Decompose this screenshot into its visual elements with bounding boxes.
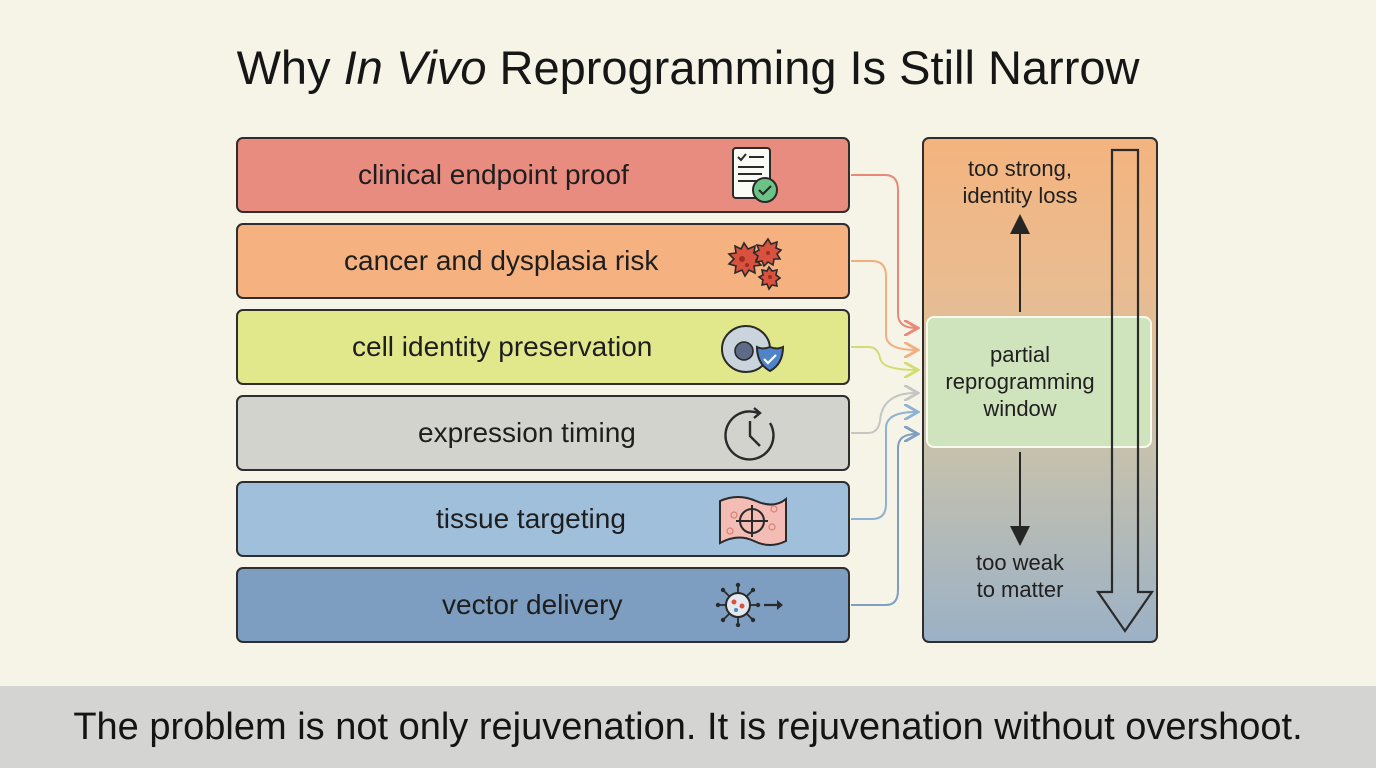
- constraint-label: tissue targeting: [436, 503, 626, 534]
- too-strong-label: too strong, identity loss: [962, 156, 1078, 208]
- too-weak-label: too weak to matter: [975, 550, 1065, 602]
- title-emphasis: In Vivo: [343, 41, 487, 94]
- constraint-label: cancer and dysplasia risk: [344, 245, 659, 276]
- partial-reprogramming-window: [926, 316, 1152, 448]
- connector-arrow: [851, 174, 916, 328]
- connector-arrow: [851, 346, 916, 370]
- tissue-target-icon: [714, 487, 790, 551]
- page-title: Why In Vivo Reprogramming Is Still Narro…: [0, 40, 1376, 96]
- constraint-label: cell identity preservation: [352, 331, 653, 362]
- constraint-clinical-endpoint: clinical endpoint proof: [236, 137, 850, 213]
- title-prefix: Why: [236, 41, 344, 94]
- footer-text: The problem is not only rejuvenation. It…: [73, 706, 1303, 748]
- connector-arrow: [851, 412, 916, 520]
- cell-shield-icon: [714, 315, 790, 379]
- constraint-label: expression timing: [418, 417, 636, 448]
- connector-arrow: [851, 393, 916, 434]
- title-suffix: Reprogramming Is Still Narrow: [486, 41, 1140, 94]
- connector-arrow: [851, 434, 916, 606]
- footer-banner: The problem is not only rejuvenation. It…: [0, 686, 1376, 768]
- decreasing-strength-arrow: [1095, 148, 1155, 633]
- constraint-vector-delivery: vector delivery: [236, 567, 850, 643]
- constraint-label: clinical endpoint proof: [358, 159, 629, 190]
- window-label: partial reprogramming window: [945, 342, 1095, 421]
- clock-icon: [714, 401, 790, 465]
- checklist-icon: [714, 143, 790, 207]
- constraint-cell-identity: cell identity preservation: [236, 309, 850, 385]
- connector-arrow: [851, 260, 916, 350]
- cancer-cells-icon: [714, 229, 790, 293]
- constraint-expression-timing: expression timing: [236, 395, 850, 471]
- virus-vector-icon: [714, 573, 790, 637]
- constraint-cancer-risk: cancer and dysplasia risk: [236, 223, 850, 299]
- constraint-tissue-targeting: tissue targeting: [236, 481, 850, 557]
- constraint-label: vector delivery: [442, 589, 623, 620]
